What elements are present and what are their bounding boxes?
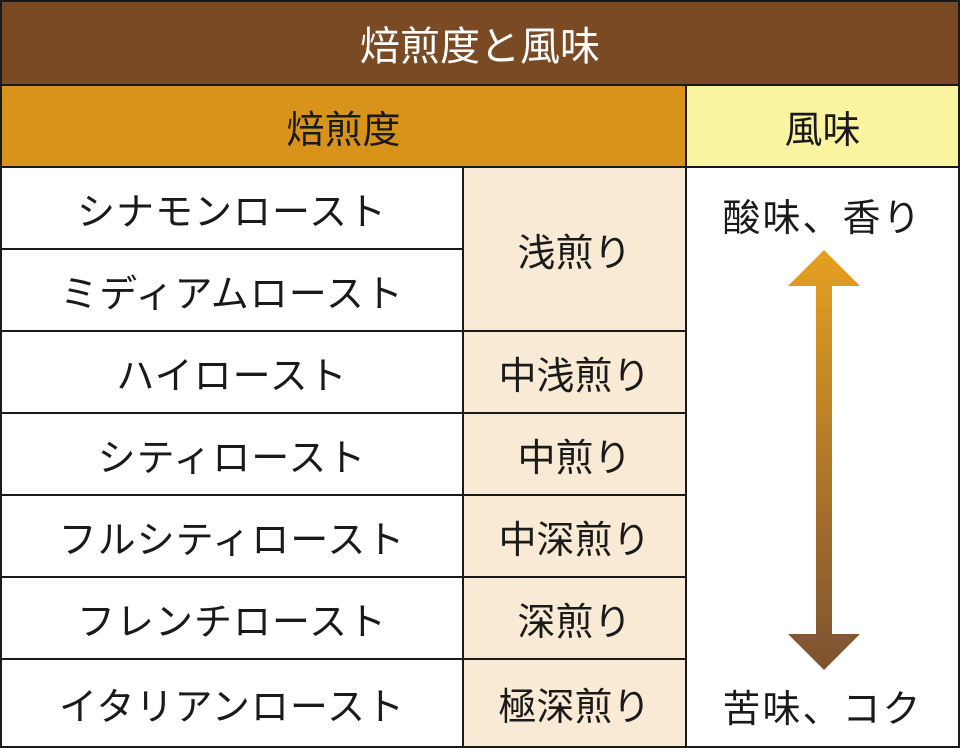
roast-level-cell: 中煎り <box>464 414 687 496</box>
roast-name-cell: ミディアムロースト <box>2 250 464 332</box>
roast-level-cell: 極深煎り <box>464 660 687 746</box>
roast-name-cell: シナモンロースト <box>2 168 464 250</box>
roast-level-cell: 深煎り <box>464 578 687 660</box>
double-headed-vertical-arrow-icon <box>788 250 860 670</box>
flavor-bottom-label: 苦味、コク <box>722 686 923 731</box>
roast-level-cell: 浅煎り <box>464 168 687 332</box>
roast-name-cell: イタリアンロースト <box>2 660 464 746</box>
flavor-header: 風味 <box>687 86 958 168</box>
roast-level-cell: 中浅煎り <box>464 332 687 414</box>
roast-name-cell: シティロースト <box>2 414 464 496</box>
roast-level-cell: 中深煎り <box>464 496 687 578</box>
roast-name-cell: フレンチロースト <box>2 578 464 660</box>
roast-name-cell: ハイロースト <box>2 332 464 414</box>
flavor-top-label: 酸味、香り <box>722 195 923 240</box>
roast-header: 焙煎度 <box>2 86 687 168</box>
table-title: 焙煎度と風味 <box>2 2 958 86</box>
roast-name-cell: フルシティロースト <box>2 496 464 578</box>
